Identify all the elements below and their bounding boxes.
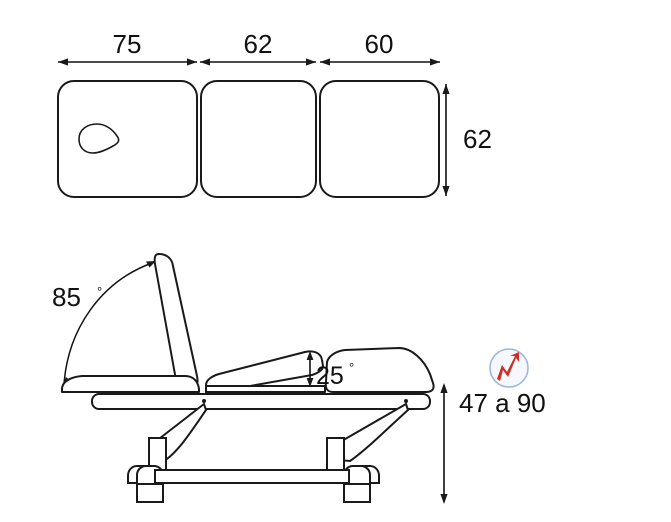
dimension-depth: 62: [463, 124, 492, 154]
dimension-width-2: 62: [244, 29, 273, 59]
frame-pivot-right: [404, 399, 408, 403]
height-dimension: 47 a 90: [440, 383, 546, 504]
middle-cushion: [205, 350, 324, 393]
dimension-width-3: 60: [365, 29, 394, 59]
top-view-section-legs: [319, 80, 440, 198]
angle-25-value: 25: [316, 362, 344, 390]
side-view-group: 85 ° 25 °: [52, 253, 546, 504]
backrest-angle-annotation: 85 °: [52, 261, 156, 388]
brand-logo: [489, 348, 529, 388]
frame-main-bar: [91, 393, 431, 410]
support-strut-right: [336, 402, 410, 463]
column-right: [326, 437, 345, 471]
head-cushion: [61, 375, 200, 393]
base-foot-left-pad: [136, 483, 164, 503]
frame-pivot-left: [202, 399, 206, 403]
top-view-section-middle: [200, 80, 317, 198]
face-hole-icon: [78, 123, 120, 154]
angle-85-value: 85: [52, 282, 81, 312]
base-crossbar: [154, 469, 350, 484]
top-depth-dimension: 62: [442, 84, 492, 196]
backrest-cushion: [153, 253, 199, 391]
angle-85-unit: °: [97, 284, 102, 299]
dimension-height-range: 47 a 90: [459, 388, 546, 418]
base-foot-right-pad: [343, 483, 371, 503]
leg-cushion: [324, 347, 435, 393]
top-view-group: 75 62 60 62: [57, 29, 492, 198]
leg-angle-annotation: 25 °: [306, 351, 354, 390]
middle-base-cushion-edge: [205, 385, 326, 393]
angle-25-unit: °: [349, 360, 354, 375]
growth-arrow-icon: [497, 352, 519, 381]
top-width-dimension-chain: 75 62 60: [58, 29, 440, 66]
top-view-section-head: [57, 80, 198, 198]
dimension-width-1: 75: [113, 29, 142, 59]
